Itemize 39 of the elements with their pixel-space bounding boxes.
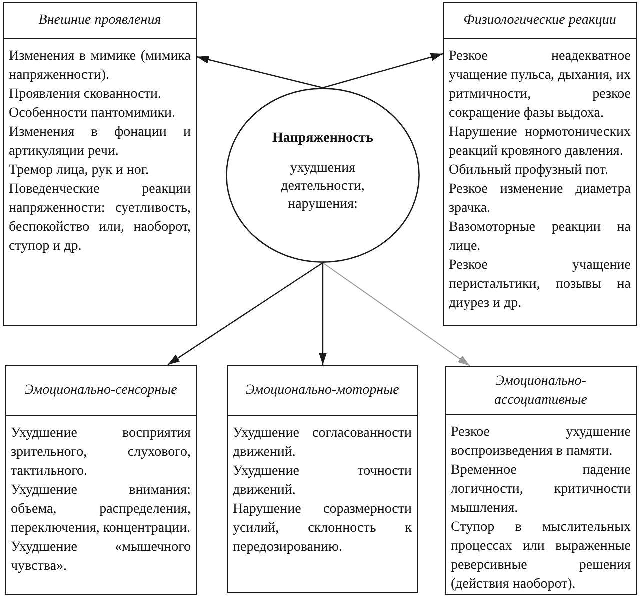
- box-heading: Эмоционально-моторные: [228, 366, 417, 416]
- symptom-text: Ухудшение согласованности движений.: [233, 425, 412, 462]
- symptom-text: Временное падение логичности, критичности мышления.: [451, 462, 631, 518]
- category-box: [5, 365, 197, 595]
- arrow: [319, 263, 327, 365]
- symptom-text: Тремор лица, рук и ног.: [9, 162, 150, 180]
- symptom-text: Обильный профузный пот.: [449, 162, 610, 180]
- symptom-text: Нарушение нормотонических реакций кровяного давления.: [449, 124, 631, 161]
- symptom-text: Проявления скованности.: [9, 86, 162, 104]
- category-box: [3, 2, 197, 326]
- symptom-text: Ухудшение восприятия зрительного, слухового, тактильного.: [11, 425, 191, 481]
- arrow: [322, 53, 444, 89]
- symptom-text: Ухудшение «мышечного чувства».: [11, 539, 191, 576]
- symptom-text: Поведенческие реакции напряженности: суетливость, беспокойство или, наоборот, ступор и др.: [9, 181, 191, 256]
- symptom-text: Ухудшение точности движений.: [233, 463, 412, 500]
- symptom-text: Ухудшение внимания: объема, распределения, переключения, концентрации.: [11, 482, 191, 538]
- symptom-text: Особенности пантомимики.: [9, 105, 176, 123]
- category-box: [445, 366, 637, 595]
- symptom-text: Резкое неадекватное учащение пульса, дыхания, их ритмичности, резкое сокращение фазы выдоха.: [449, 48, 631, 123]
- category-box: [443, 2, 637, 326]
- symptom-text: Ступор в мыслительных процессах или выраженные реверсивные решения (действия наоборот).: [451, 519, 631, 594]
- box-heading: Эмоционально-сенсорные: [6, 366, 196, 416]
- symptom-text: Вазомоторные реакции на лице.: [449, 219, 631, 256]
- center-subtitle: ухудшения деятельности, нарушения:: [280, 160, 366, 214]
- arrow: [322, 262, 470, 366]
- symptom-text: Нарушение соразмерности усилий, склонность к передозированию.: [233, 501, 412, 557]
- symptom-text: Изменения в мимике (мимика напряженности).: [9, 48, 191, 85]
- center-title: Напряженность: [272, 130, 374, 148]
- central-ellipse: [226, 88, 420, 263]
- symptom-text: Резкое изменение диаметра зрачка.: [449, 181, 631, 218]
- arrow: [168, 262, 324, 366]
- category-box: [227, 365, 418, 593]
- box-heading: Эмоционально-ассоциативные: [446, 367, 636, 415]
- symptom-text: Изменения в фонации и артикуляции речи.: [9, 124, 191, 161]
- box-heading: Физиологические реакции: [444, 3, 636, 39]
- symptom-text: Резкое учащение перистальтики, позывы на диурез и др.: [449, 257, 631, 313]
- symptom-text: Резкое ухудшение воспроизведения в памяти.: [451, 424, 631, 461]
- box-heading: Внешние проявления: [4, 3, 196, 39]
- arrow: [196, 56, 324, 89]
